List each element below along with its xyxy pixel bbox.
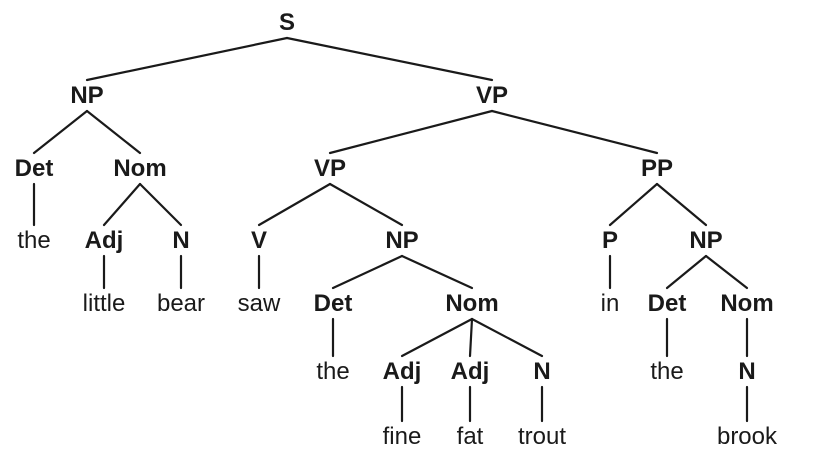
- tree-edge: [468, 317, 474, 358]
- word-the: the: [17, 227, 50, 254]
- tree-edge: [257, 182, 332, 227]
- tree-edge: [470, 317, 544, 358]
- node-v: V: [251, 227, 267, 254]
- tree-edge: [328, 109, 494, 155]
- tree-edge: [331, 254, 404, 290]
- tree-edge: [102, 182, 142, 227]
- node-det: Det: [314, 290, 353, 317]
- node-n: N: [172, 227, 189, 254]
- node-nom: Nom: [113, 155, 166, 182]
- tree-edges: [32, 36, 749, 423]
- tree-edge: [655, 182, 708, 227]
- tree-labels: SNPDettheNomAdjlittleNbearVPVPVsawNPDett…: [15, 9, 778, 450]
- tree-edge: [400, 317, 474, 358]
- node-pp: PP: [641, 155, 673, 182]
- word-the: the: [316, 358, 349, 385]
- word-little: little: [83, 290, 126, 317]
- tree-edge: [328, 182, 404, 227]
- node-adj: Adj: [85, 227, 124, 254]
- tree-edge: [85, 109, 142, 155]
- node-np: NP: [689, 227, 722, 254]
- word-in: in: [601, 290, 620, 317]
- node-nom: Nom: [720, 290, 773, 317]
- tree-edge: [285, 36, 494, 82]
- node-np: NP: [70, 82, 103, 109]
- word-bear: bear: [157, 290, 205, 317]
- word-fine: fine: [383, 423, 422, 450]
- node-det: Det: [648, 290, 687, 317]
- node-np: NP: [385, 227, 418, 254]
- tree-edge: [665, 254, 708, 290]
- node-vp: VP: [476, 82, 508, 109]
- tree-edge: [400, 254, 474, 290]
- tree-edge: [490, 109, 659, 155]
- node-adj: Adj: [451, 358, 490, 385]
- node-vp: VP: [314, 155, 346, 182]
- tree-edge: [85, 36, 289, 82]
- word-trout: trout: [518, 423, 566, 450]
- tree-edge: [32, 109, 89, 155]
- node-p: P: [602, 227, 618, 254]
- word-the: the: [650, 358, 683, 385]
- word-fat: fat: [457, 423, 484, 450]
- tree-edge: [138, 182, 183, 227]
- tree-edge: [704, 254, 749, 290]
- node-nom: Nom: [445, 290, 498, 317]
- node-n: N: [533, 358, 550, 385]
- node-adj: Adj: [383, 358, 422, 385]
- node-s: S: [279, 9, 295, 36]
- tree-edge: [608, 182, 659, 227]
- word-saw: saw: [238, 290, 281, 317]
- node-det: Det: [15, 155, 54, 182]
- node-n: N: [738, 358, 755, 385]
- word-brook: brook: [717, 423, 778, 450]
